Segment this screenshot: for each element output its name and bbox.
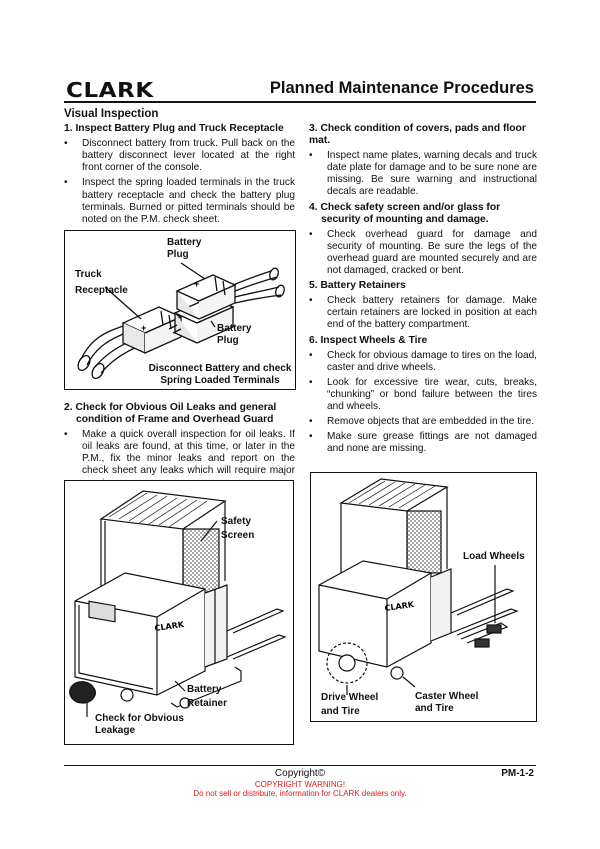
figure-wheels: CLARK Load Wheels Drive Wheel and Tire C…	[310, 472, 537, 722]
footer-divider	[64, 765, 536, 766]
section-title: Visual Inspection	[64, 108, 159, 120]
copyright-notice: Copyright©	[274, 768, 326, 779]
label-battery-retainer: Battery Retainer	[187, 684, 228, 709]
item1-bullets: Disconnect battery from truck. Pull back…	[64, 138, 295, 226]
item3-heading: 3. Check condition of covers, pads and f…	[309, 123, 526, 147]
label-load-wheels: Load Wheels	[463, 551, 525, 562]
page-title: Planned Maintenance Procedures	[269, 79, 534, 97]
distribution-warning: Do not sell or distribute, information f…	[193, 789, 407, 798]
item6-bullets: Check for obvious damage to tires on the…	[309, 350, 537, 456]
item6-heading: 6. Inspect Wheels & Tire	[309, 334, 428, 346]
truck-brand-mark: CLARK	[384, 600, 415, 613]
figure-safety-screen: CLARK Safety Screen Battery Retainer Che…	[64, 480, 294, 745]
copyright-warning: COPYRIGHT WARNING!	[254, 780, 346, 789]
label-leakage: Check for Obvious Leakage	[95, 713, 184, 736]
truck-safety-screen-illustration: CLARK	[69, 490, 287, 717]
battery-plug-illustration: + +	[77, 262, 285, 380]
figure1-caption: Disconnect Battery and check Spring Load…	[148, 363, 292, 386]
bullet-item: Remove objects that are embedded in the …	[309, 416, 537, 428]
label-battery-plug-top: Battery Plug	[167, 237, 202, 260]
label-caster-wheel: Caster Wheel and Tire	[415, 691, 479, 714]
left-column: Visual Inspection 1. Inspect Battery Plu…	[64, 106, 295, 229]
receptacle-mark: +	[141, 323, 146, 333]
bullet-item: Disconnect battery from truck. Pull back…	[64, 138, 295, 174]
bullet-item: Inspect the spring loaded terminals in t…	[64, 177, 295, 225]
bullet-item: Check battery retainers for damage. Make…	[309, 295, 537, 331]
label-battery-plug-bottom: Battery Plug	[217, 323, 252, 346]
page-number: PM-1-2	[501, 768, 534, 779]
bullet-item: Inspect name plates, warning decals and …	[309, 150, 537, 198]
bullet-item: Check for obvious damage to tires on the…	[309, 350, 537, 374]
clark-logo: CLARK	[66, 78, 154, 102]
bullet-item: Check overhead guard for damage and secu…	[309, 229, 537, 277]
right-column: 3. Check condition of covers, pads and f…	[309, 123, 537, 458]
bullet-item: Make sure grease fittings are not damage…	[309, 431, 537, 455]
header-divider	[64, 101, 536, 103]
figure-battery-plug: + + Battery Plug Truck Receptacle Batter…	[64, 230, 296, 390]
truck-brand-mark: CLARK	[154, 620, 185, 633]
label-truck-receptacle: Truck Receptacle	[75, 269, 128, 296]
label-safety-screen: Safety Screen	[221, 516, 255, 541]
item5-bullets: Check battery retainers for damage. Make…	[309, 295, 537, 331]
item4-bullets: Check overhead guard for damage and secu…	[309, 229, 537, 277]
item3-bullets: Inspect name plates, warning decals and …	[309, 150, 537, 198]
item4-heading: 4. Check safety screen and/or glass for …	[309, 201, 501, 225]
item1-heading: 1. Inspect Battery Plug and Truck Recept…	[64, 123, 284, 135]
item2-heading: 2. Check for Obvious Oil Leaks and gener…	[64, 402, 277, 426]
bullet-item: Look for excessive tire wear, cuts, brea…	[309, 377, 537, 413]
truck-wheels-illustration: CLARK	[318, 478, 519, 695]
plug-mark: +	[194, 279, 199, 289]
label-drive-wheel: Drive Wheel and Tire	[321, 692, 379, 717]
item5-heading: 5. Battery Retainers	[309, 280, 406, 292]
